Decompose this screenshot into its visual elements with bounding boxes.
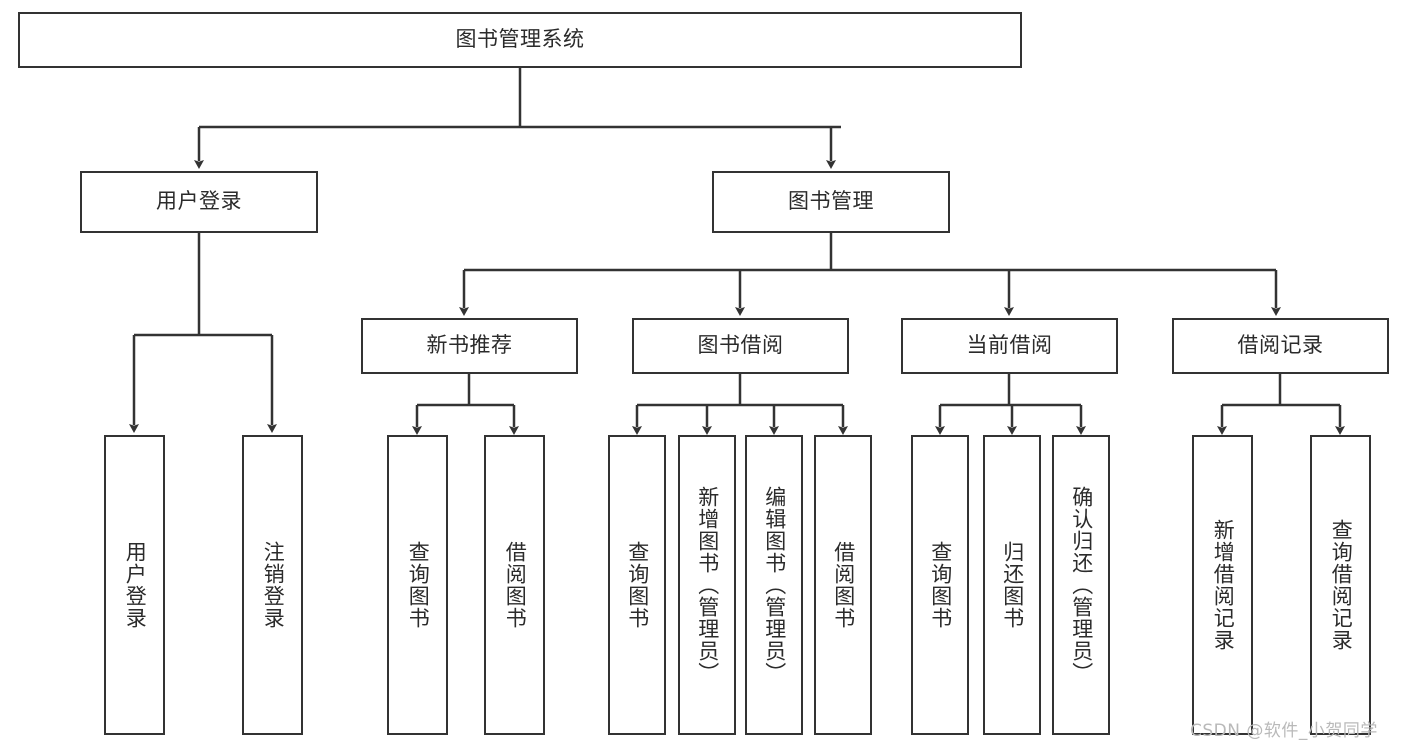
node-borrow-record[interactable]: 借阅记录 (1172, 318, 1389, 374)
node-leaf-confirm-return-label: 确认归还（管理员） (1069, 486, 1094, 684)
node-leaf-query-book-3-label: 查询图书 (928, 541, 953, 629)
node-leaf-query-record-label: 查询借阅记录 (1329, 519, 1354, 651)
node-leaf-borrow-book-1[interactable]: 借阅图书 (484, 435, 545, 735)
node-leaf-confirm-return[interactable]: 确认归还（管理员） (1052, 435, 1110, 735)
node-book-manage[interactable]: 图书管理 (712, 171, 950, 233)
node-leaf-return-book-label: 归还图书 (1000, 541, 1025, 629)
node-leaf-borrow-book-2-label: 借阅图书 (831, 541, 856, 629)
node-current-borrow[interactable]: 当前借阅 (901, 318, 1118, 374)
node-leaf-return-book[interactable]: 归还图书 (983, 435, 1041, 735)
node-leaf-query-book-1-label: 查询图书 (406, 541, 431, 629)
node-leaf-query-book-2[interactable]: 查询图书 (608, 435, 666, 735)
node-leaf-edit-book-label: 编辑图书（管理员） (762, 486, 787, 684)
node-leaf-add-record-label: 新增借阅记录 (1211, 519, 1236, 651)
node-current-borrow-label: 当前借阅 (966, 333, 1053, 358)
node-root[interactable]: 图书管理系统 (18, 12, 1022, 68)
node-leaf-user-logout-label: 注销登录 (261, 541, 286, 629)
node-leaf-query-record[interactable]: 查询借阅记录 (1310, 435, 1371, 735)
node-leaf-user-login[interactable]: 用户登录 (104, 435, 165, 735)
node-book-manage-label: 图书管理 (788, 189, 874, 214)
node-borrow-record-label: 借阅记录 (1237, 333, 1324, 358)
node-leaf-query-book-3[interactable]: 查询图书 (911, 435, 969, 735)
node-new-book-recommend-label: 新书推荐 (426, 333, 513, 358)
node-leaf-add-record[interactable]: 新增借阅记录 (1192, 435, 1253, 735)
node-leaf-edit-book[interactable]: 编辑图书（管理员） (745, 435, 803, 735)
node-new-book-recommend[interactable]: 新书推荐 (361, 318, 578, 374)
node-leaf-user-login-label: 用户登录 (123, 541, 148, 629)
node-leaf-borrow-book-1-label: 借阅图书 (503, 541, 528, 629)
node-book-borrow-label: 图书借阅 (697, 333, 784, 358)
node-book-borrow[interactable]: 图书借阅 (632, 318, 849, 374)
node-user-login[interactable]: 用户登录 (80, 171, 318, 233)
node-leaf-query-book-2-label: 查询图书 (625, 541, 650, 629)
node-leaf-query-book-1[interactable]: 查询图书 (387, 435, 448, 735)
node-leaf-add-book-label: 新增图书（管理员） (695, 486, 720, 684)
node-user-login-label: 用户登录 (156, 189, 242, 214)
node-leaf-user-logout[interactable]: 注销登录 (242, 435, 303, 735)
node-leaf-add-book[interactable]: 新增图书（管理员） (678, 435, 736, 735)
node-leaf-borrow-book-2[interactable]: 借阅图书 (814, 435, 872, 735)
node-root-label: 图书管理系统 (455, 27, 585, 52)
